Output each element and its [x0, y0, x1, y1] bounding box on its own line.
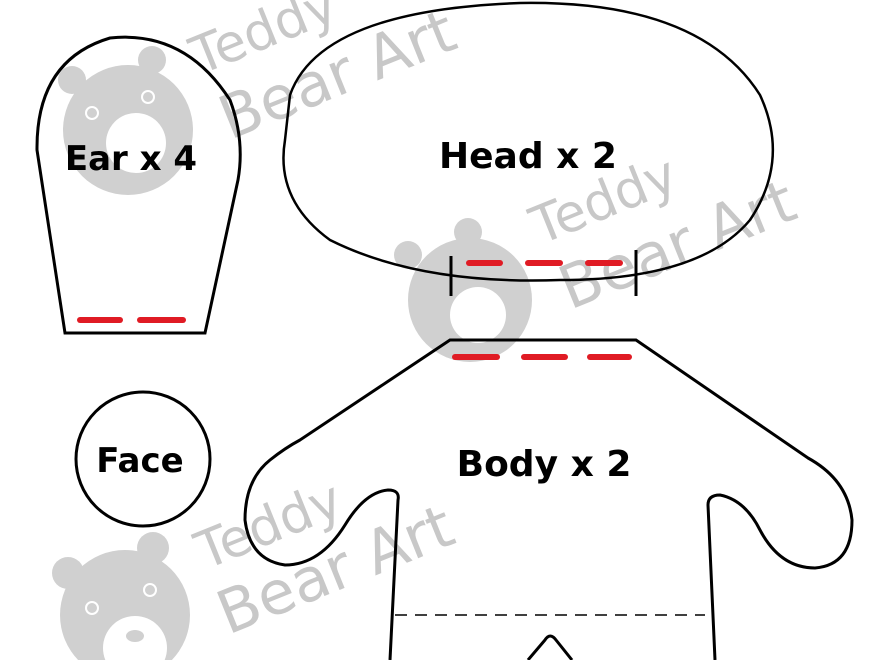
face-outline — [74, 390, 212, 528]
bear-logo-icon — [394, 218, 532, 362]
head-piece: Head x 2 — [282, 1, 775, 296]
ear-outline — [35, 35, 242, 335]
head-outline — [282, 1, 775, 282]
body-label: Body x 2 — [457, 444, 632, 485]
body-outline — [243, 338, 854, 660]
face-label: Face — [96, 441, 183, 481]
watermark-bottom-left: Teddy Bear Art — [52, 470, 463, 660]
face-piece: Face — [74, 390, 212, 528]
head-label: Head x 2 — [439, 136, 617, 177]
ear-label: Ear x 4 — [65, 139, 197, 179]
watermark-center: Teddy Bear Art — [394, 145, 805, 362]
body-piece: Body x 2 — [243, 338, 854, 660]
bear-logo-icon — [58, 46, 193, 195]
bear-logo-icon — [52, 532, 190, 660]
ear-piece: Ear x 4 — [35, 35, 242, 335]
body-leg-dart — [526, 634, 574, 660]
